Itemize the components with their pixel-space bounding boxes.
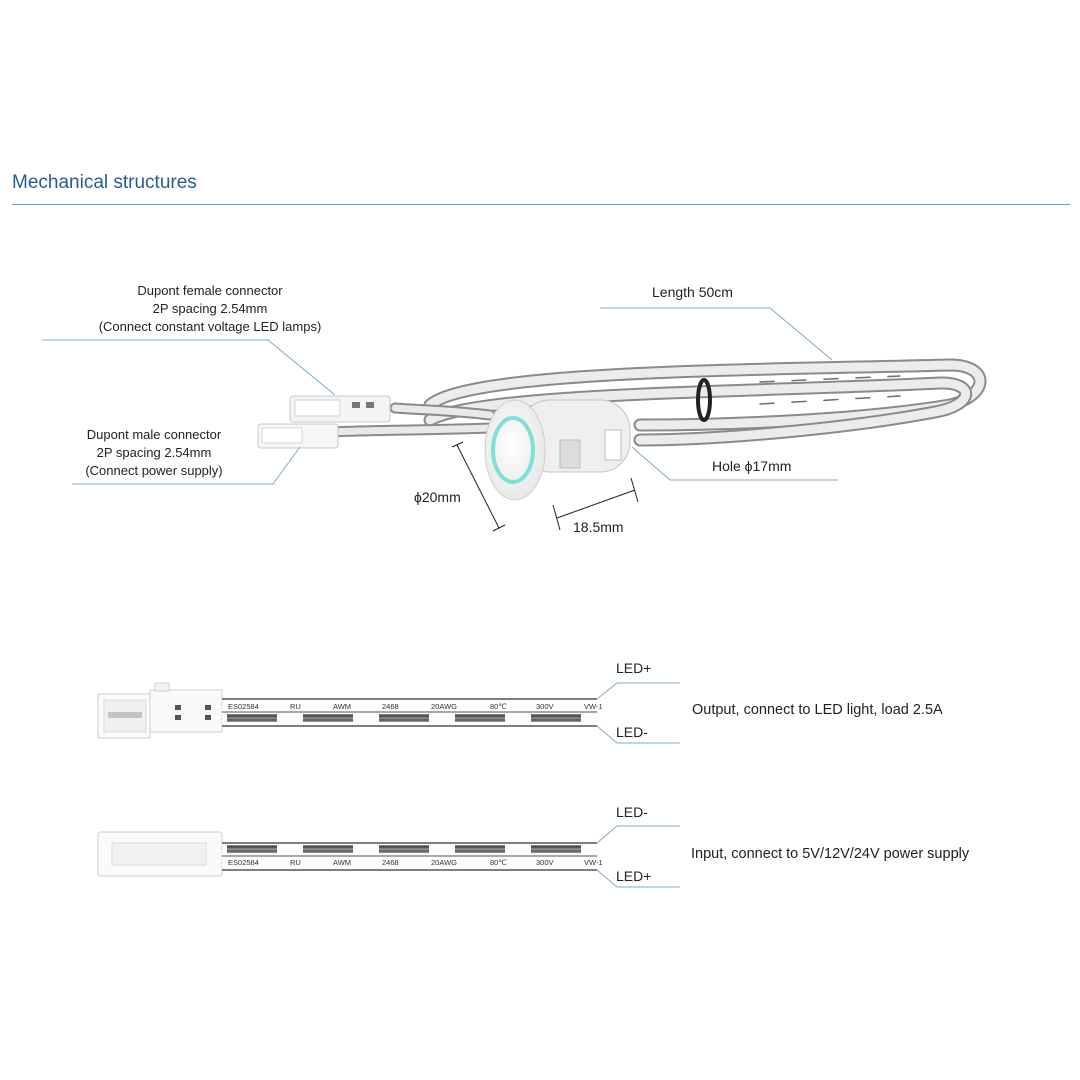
input-top-pin-label: LED- [616, 804, 648, 820]
dimension-lines [451, 441, 639, 532]
female-connector [289, 395, 391, 423]
cable-print-text: 2468 [382, 702, 399, 711]
input-bottom-pin-label: LED+ [616, 868, 652, 884]
output-top-pin-label: LED+ [616, 660, 652, 676]
cable-print-text: 300V [536, 858, 554, 867]
cable-print-text: ES02584 [228, 702, 259, 711]
cable-print-text: ES02584 [228, 858, 259, 867]
cable-loop [324, 358, 987, 447]
cable-print-text: RU [290, 858, 301, 867]
cable-print-text: AWM [333, 702, 351, 711]
cable-print-text: 2468 [382, 858, 399, 867]
length-label: Length 50cm [652, 284, 733, 300]
input-cable-print: ES02584 RU AWM 2468 20AWG 80℃ 300V VW-1 [228, 858, 603, 867]
male-connector [257, 423, 339, 449]
female-connector-label: Dupont female connector 2P spacing 2.54m… [98, 283, 322, 334]
male-connector-label: Dupont male connector 2P spacing 2.54mm … [85, 427, 223, 478]
diameter-label: ϕ20mm [414, 489, 461, 505]
cable-print-text: VW-1 [584, 702, 603, 711]
sensor-switch [484, 399, 631, 501]
output-cable-print: ES02584 RU AWM 2468 20AWG 80℃ 300V VW-1 [228, 702, 603, 711]
section-title: Mechanical structures [12, 172, 197, 193]
cable-print-text: 20AWG [431, 858, 457, 867]
depth-label: 18.5mm [573, 519, 624, 535]
cable-print-text: 20AWG [431, 702, 457, 711]
hole-label: Hole ϕ17mm [712, 458, 792, 474]
cable-print-text: 300V [536, 702, 554, 711]
input-description: Input, connect to 5V/12V/24V power suppl… [691, 846, 970, 862]
cable-print-text: 80℃ [490, 702, 507, 711]
cable-print-text: 80℃ [490, 858, 507, 867]
cable-print-text: VW-1 [584, 858, 603, 867]
output-description: Output, connect to LED light, load 2.5A [692, 702, 943, 718]
cable-print-text: RU [290, 702, 301, 711]
input-cable [97, 825, 680, 888]
cable-print-text: AWM [333, 858, 351, 867]
output-bottom-pin-label: LED- [616, 724, 648, 740]
leader-lines [42, 307, 838, 485]
output-cable [97, 682, 680, 744]
title-divider [12, 204, 1070, 205]
